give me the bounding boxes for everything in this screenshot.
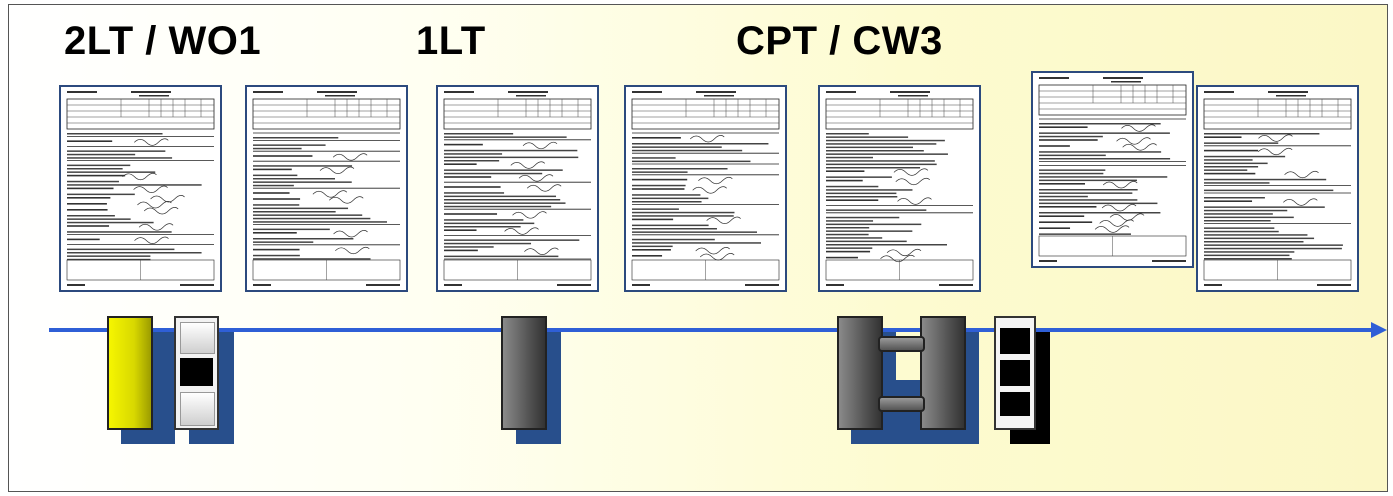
evaluation-form-6 — [1031, 71, 1194, 268]
form-content — [631, 91, 780, 286]
rank-label-2lt-wo1: 2LT / WO1 — [64, 19, 262, 63]
form-content — [66, 91, 215, 286]
block-segment — [1000, 392, 1030, 416]
rank-label-cpt-cw3: CPT / CW3 — [736, 19, 943, 63]
evaluation-form-3 — [436, 85, 599, 292]
block-segment — [1000, 360, 1030, 386]
diagram-canvas: 2LT / WO1 1LT CPT / CW3 — [8, 4, 1388, 492]
evaluation-form-4 — [624, 85, 787, 292]
white-segment-block — [174, 316, 219, 430]
form-content — [1038, 77, 1187, 262]
evaluation-form-5 — [818, 85, 981, 292]
gray-block — [501, 316, 547, 430]
connector-bar — [878, 396, 925, 412]
form-content — [1203, 91, 1352, 286]
block-segment — [180, 322, 215, 354]
rank-label-1lt: 1LT — [416, 19, 486, 63]
block-segment — [180, 392, 215, 426]
connector-bar — [878, 336, 925, 352]
timeline-arrow — [49, 322, 1387, 338]
gray-block — [920, 316, 966, 430]
evaluation-form-1 — [59, 85, 222, 292]
block-segment — [1000, 328, 1030, 354]
evaluation-form-7 — [1196, 85, 1359, 292]
block-segment — [180, 358, 213, 386]
gray-block — [837, 316, 883, 430]
evaluation-form-2 — [245, 85, 408, 292]
form-content — [443, 91, 592, 286]
form-content — [825, 91, 974, 286]
yellow-block — [107, 316, 153, 430]
black-segment-block — [994, 316, 1036, 430]
form-content — [252, 91, 401, 286]
